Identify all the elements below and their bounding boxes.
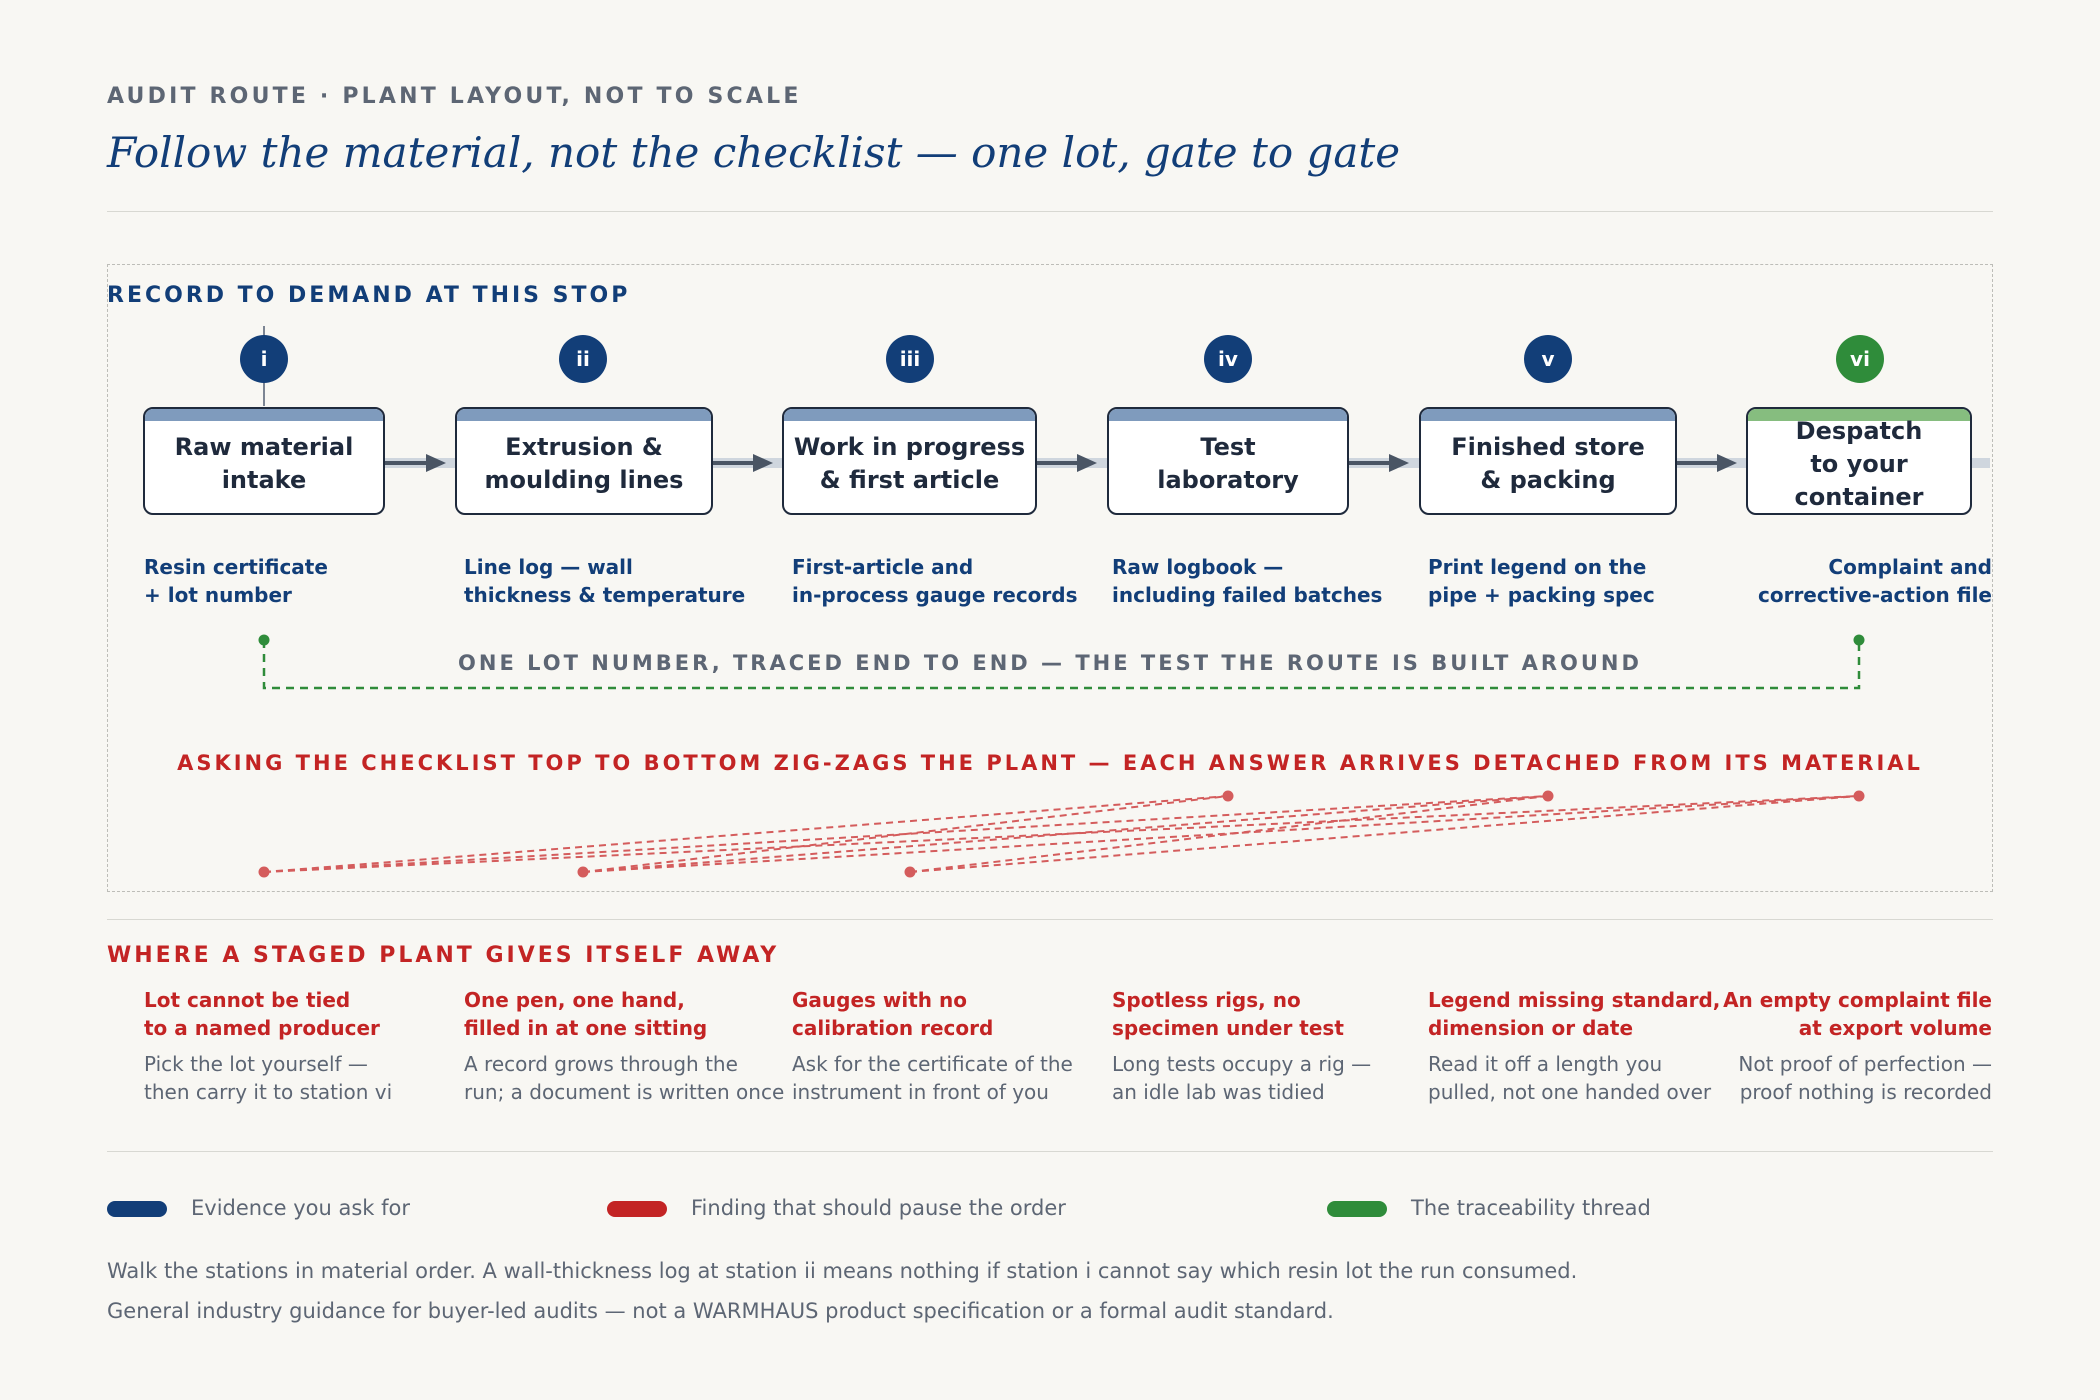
arrow-right-icon: [426, 454, 446, 472]
divider: [107, 919, 1993, 920]
zigzag-dot: [258, 866, 270, 878]
thread-start-dot: [258, 634, 270, 646]
finding-note: Long tests occupy a rig — an idle lab wa…: [1112, 1052, 1372, 1104]
connector-shaft: [712, 461, 754, 465]
evidence-raw-material: Resin certificate + lot number: [144, 555, 328, 607]
zigzag-line: [582, 795, 1549, 873]
connector-shaft: [384, 461, 428, 465]
station-cap: [1421, 409, 1675, 421]
station-name: Extrusion & moulding lines: [484, 433, 684, 494]
step-badge-vi: vi: [1836, 335, 1884, 383]
arrow-right-icon: [1717, 454, 1737, 472]
finding-title: Legend missing standard, dimension or da…: [1428, 988, 1721, 1040]
station-finished-store: Finished store & packing: [1419, 407, 1677, 515]
station-name: Raw material intake: [174, 433, 354, 494]
divider: [107, 211, 1993, 212]
findings-heading: WHERE A STAGED PLANT GIVES ITSELF AWAY: [107, 943, 780, 968]
station-cap: [457, 409, 711, 421]
route-panel: [107, 264, 1993, 892]
zigzag-line: [263, 795, 1229, 873]
step-badge-v: v: [1524, 335, 1572, 383]
finding-note: Not proof of perfection — proof nothing …: [1738, 1052, 1992, 1104]
thread-end-dot: [1853, 634, 1865, 646]
legend-label-thread: The traceability thread: [1411, 1196, 1651, 1220]
station-name: Finished store & packing: [1451, 433, 1645, 494]
zigzag-label: ASKING THE CHECKLIST TOP TO BOTTOM ZIG-Z…: [177, 751, 1923, 775]
station-name: Work in progress & first article: [793, 433, 1026, 494]
legend-label-evidence: Evidence you ask for: [191, 1196, 411, 1220]
station-cap: [784, 409, 1035, 421]
arrow-right-icon: [1389, 454, 1409, 472]
zigzag-dots: [258, 790, 1865, 878]
zigzag-lines: [263, 795, 1860, 873]
step-badge-iii: iii: [886, 335, 934, 383]
finding-title: Lot cannot be tied to a named producer: [144, 988, 380, 1040]
footnote: General industry guidance for buyer-led …: [107, 1299, 1334, 1323]
zigzag-dot: [1222, 790, 1234, 802]
divider: [107, 1151, 1993, 1152]
evidence-finished-store: Print legend on the pipe + packing spec: [1428, 555, 1655, 607]
traceability-thread: [258, 634, 1865, 690]
arrow-right-icon: [753, 454, 773, 472]
step-badge-iv: iv: [1204, 335, 1252, 383]
evidence-despatch: Complaint and corrective-action file: [1757, 555, 1992, 607]
finding-note: Pick the lot yourself — then carry it to…: [144, 1052, 393, 1104]
page-title: Follow the material, not the checklist —…: [107, 128, 1401, 177]
zigzag-line: [909, 795, 1549, 873]
legend-swatch-evidence: [107, 1201, 167, 1217]
finding-note: A record grows through the run; a docume…: [464, 1052, 785, 1104]
station-name: Test laboratory: [1157, 433, 1299, 494]
finding-note: Ask for the certificate of the instrumen…: [792, 1052, 1073, 1104]
station-cap: [145, 409, 383, 421]
zigzag-dot: [1542, 790, 1554, 802]
legend-swatch-finding: [607, 1201, 667, 1217]
station-cap: [1748, 409, 1970, 421]
eyebrow: AUDIT ROUTE · PLANT LAYOUT, NOT TO SCALE: [107, 84, 802, 109]
finding-title: An empty complaint file at export volume: [1723, 988, 1992, 1040]
station-cap: [1109, 409, 1347, 421]
arrow-right-icon: [1077, 454, 1097, 472]
finding-note: Read it off a length you pulled, not one…: [1428, 1052, 1712, 1104]
station-name: Despatch to your container: [1794, 416, 1924, 511]
evidence-extrusion: Line log — wall thickness & temperature: [464, 555, 746, 607]
connector-shaft: [1676, 461, 1718, 465]
step-badge-i: i: [240, 335, 288, 383]
zigzag-line: [582, 795, 1229, 873]
evidence-work-in-progress: First-article and in-process gauge recor…: [792, 555, 1078, 607]
station-despatch: Despatch to your container: [1746, 407, 1972, 515]
zigzag-dot: [904, 866, 916, 878]
station-test-laboratory: Test laboratory: [1107, 407, 1349, 515]
zigzag-dot: [577, 866, 589, 878]
connector-shaft: [1348, 461, 1390, 465]
station-raw-material-intake: Raw material intake: [143, 407, 385, 515]
legend-label-finding: Finding that should pause the order: [691, 1196, 1066, 1220]
route-heading: RECORD TO DEMAND AT THIS STOP: [107, 283, 631, 308]
zigzag-line: [909, 795, 1860, 873]
finding-title: Gauges with no calibration record: [792, 988, 994, 1040]
thread-line: [262, 640, 1861, 690]
footnote: Walk the stations in material order. A w…: [107, 1259, 1578, 1283]
finding-title: One pen, one hand, filled in at one sitt…: [464, 988, 708, 1040]
finding-title: Spotless rigs, no specimen under test: [1112, 988, 1344, 1040]
zigzag-line: [263, 795, 1549, 873]
evidence-test-lab: Raw logbook — including failed batches: [1112, 555, 1383, 607]
station-extrusion-moulding: Extrusion & moulding lines: [455, 407, 713, 515]
legend-swatch-thread: [1327, 1201, 1387, 1217]
station-work-in-progress: Work in progress & first article: [782, 407, 1037, 515]
step-badge-ii: ii: [559, 335, 607, 383]
zigzag-dot: [1853, 790, 1865, 802]
thread-label: ONE LOT NUMBER, TRACED END TO END — THE …: [458, 651, 1642, 675]
connector-shaft: [1036, 461, 1078, 465]
